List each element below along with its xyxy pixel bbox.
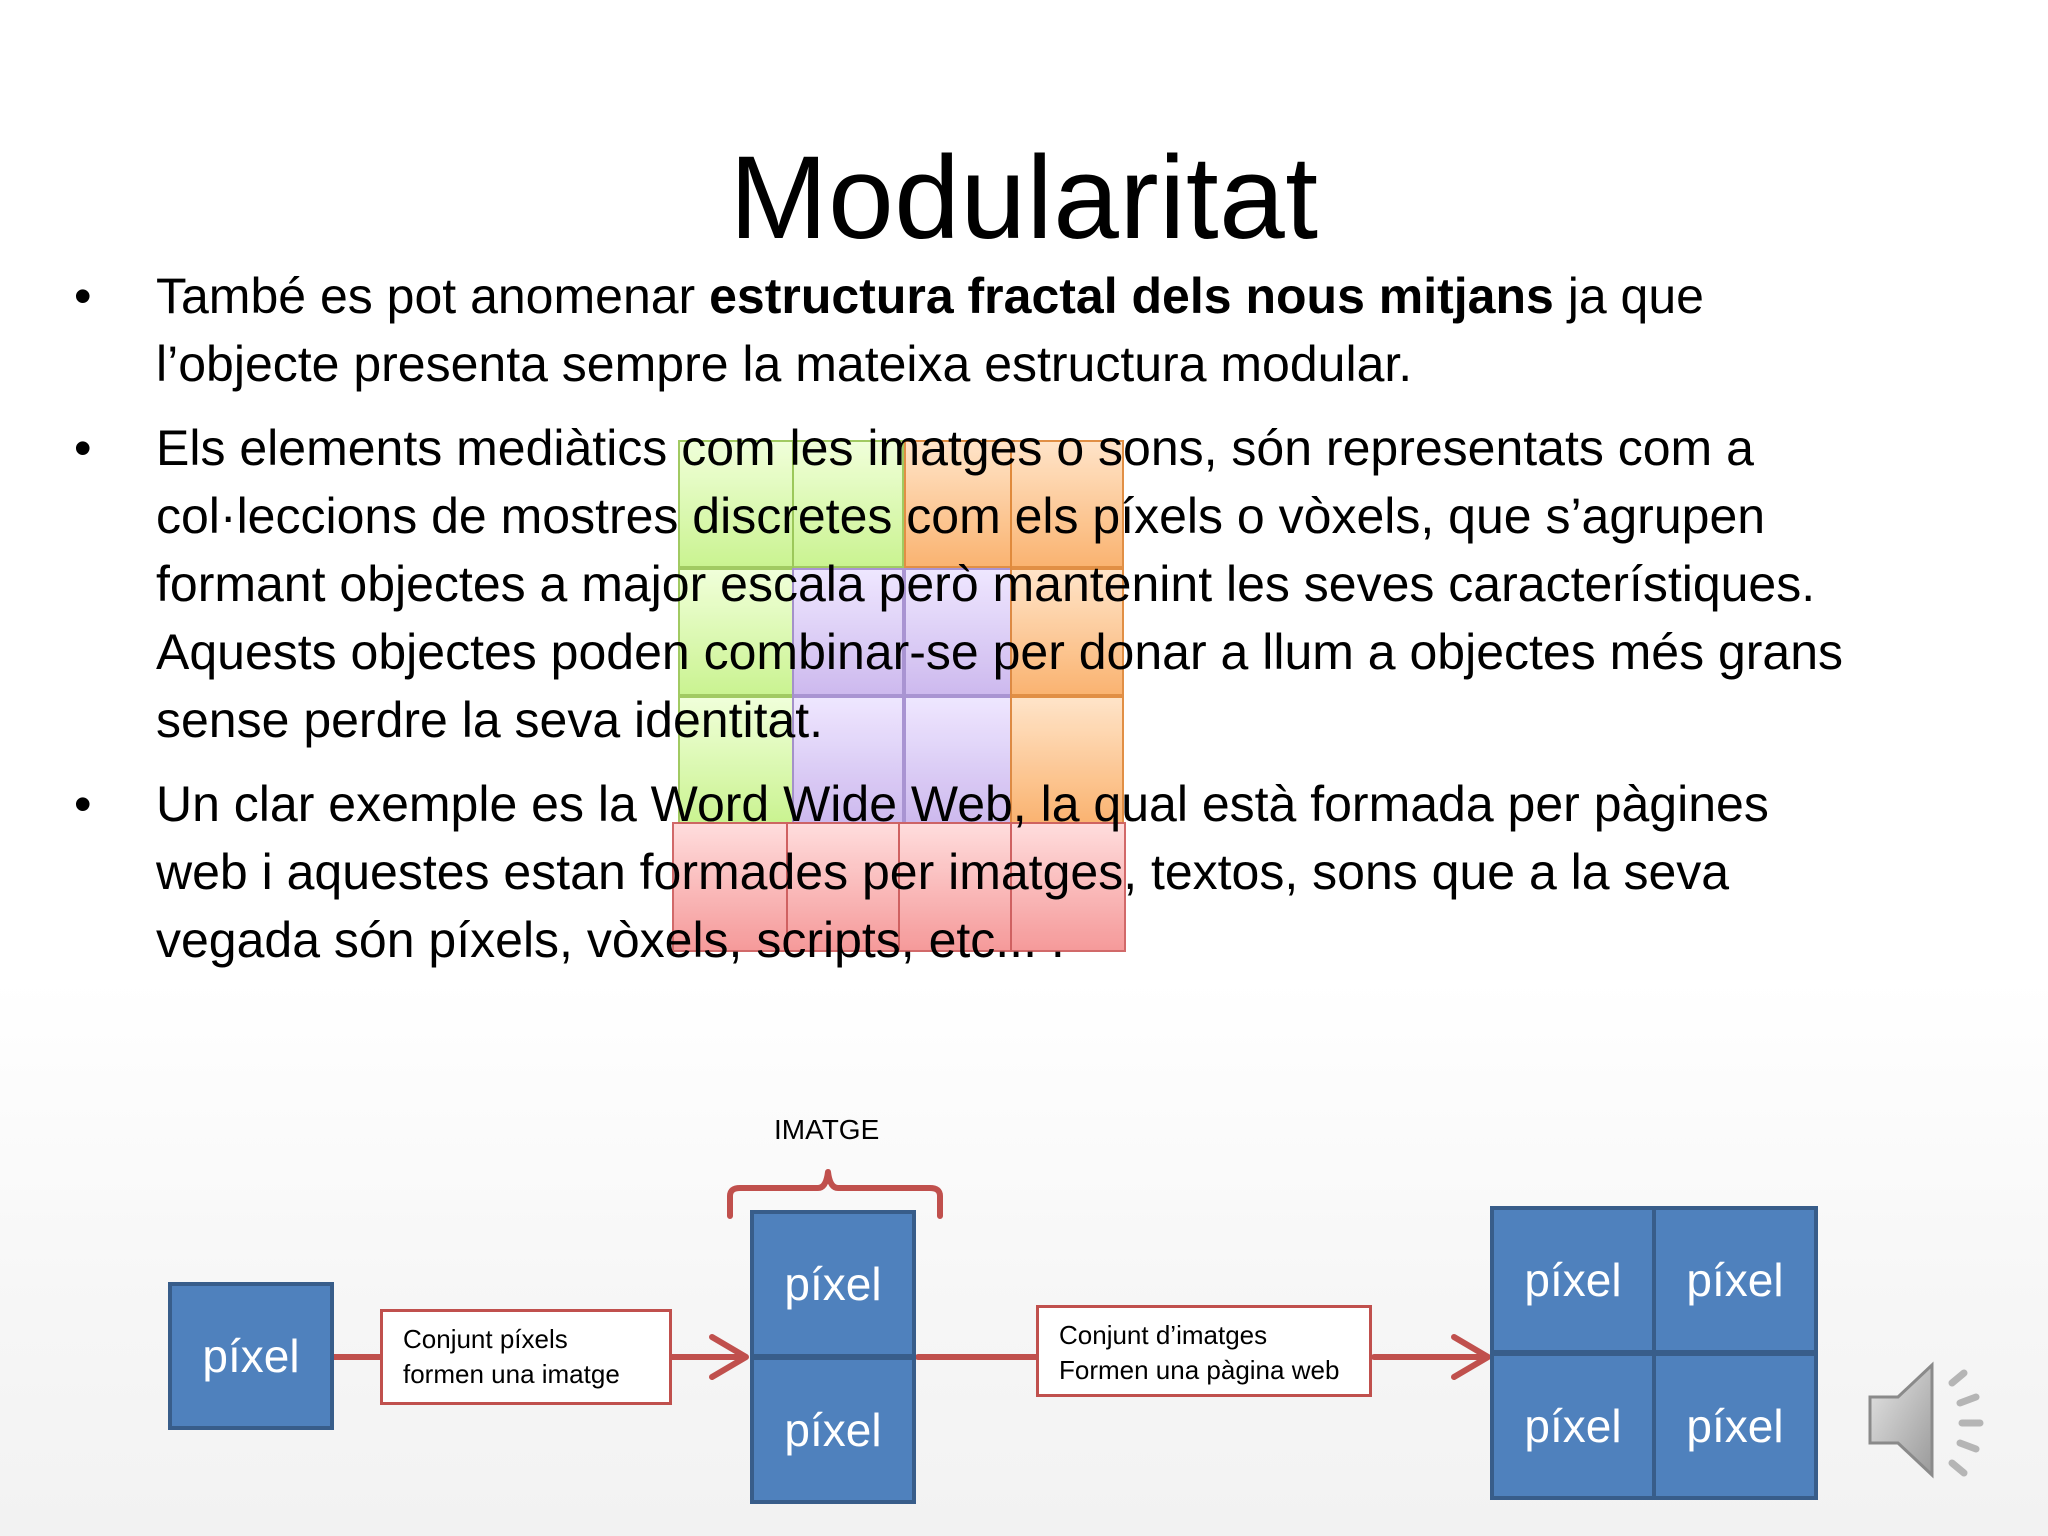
mosaic-tile bbox=[1010, 822, 1126, 952]
mosaic-tile bbox=[1010, 440, 1124, 568]
bullet-text: Els elements mediàtics com les imatges o… bbox=[156, 420, 1844, 748]
mosaic-tile bbox=[792, 696, 904, 824]
bullet-item: • També es pot anomenar estructura fract… bbox=[72, 262, 1852, 398]
bullet-text-bold: estructura fractal dels nous mitjans bbox=[709, 268, 1554, 324]
pixel-block: píxel bbox=[1490, 1206, 1656, 1354]
step-label-line: Conjunt d’imatges bbox=[1059, 1320, 1268, 1350]
arrow-head bbox=[1451, 1334, 1491, 1380]
bullet-list: • També es pot anomenar estructura fract… bbox=[72, 262, 1852, 990]
mosaic-tile bbox=[792, 440, 904, 568]
pixel-block: píxel bbox=[168, 1282, 334, 1430]
step-label-line: formen una imatge bbox=[403, 1359, 620, 1389]
pixel-block: píxel bbox=[1490, 1352, 1656, 1500]
mosaic-tile bbox=[792, 568, 904, 696]
bullet-marker: • bbox=[74, 776, 92, 832]
arrow-head bbox=[709, 1334, 749, 1380]
bullet-marker: • bbox=[74, 268, 92, 324]
pixel-block: píxel bbox=[1652, 1352, 1818, 1500]
slide-title: Modularitat bbox=[729, 132, 1319, 264]
mosaic-tile bbox=[678, 440, 794, 568]
pixel-block: píxel bbox=[750, 1356, 916, 1504]
bullet-text: ja que l’objecte presenta sempre la mate… bbox=[156, 268, 1704, 392]
mosaic-tile bbox=[672, 822, 788, 952]
mosaic-tile bbox=[786, 822, 900, 952]
mosaic-tile bbox=[678, 568, 794, 696]
pixel-block: píxel bbox=[750, 1210, 916, 1358]
bullet-item: • Els elements mediàtics com les imatges… bbox=[72, 414, 1852, 754]
step-label-line: Conjunt píxels bbox=[403, 1324, 568, 1354]
bullet-marker: • bbox=[74, 420, 92, 476]
speaker-icon[interactable] bbox=[1860, 1345, 2010, 1495]
pixel-block: píxel bbox=[1652, 1206, 1818, 1354]
mosaic-tile bbox=[1010, 568, 1124, 696]
brace bbox=[727, 1169, 943, 1219]
step-label-images-to-page: Conjunt d’imatges Formen una pàgina web bbox=[1036, 1305, 1372, 1397]
imatge-label: IMATGE bbox=[774, 1114, 880, 1145]
bullet-text: També es pot anomenar bbox=[156, 268, 710, 324]
mosaic-tile bbox=[904, 696, 1012, 824]
bullet-item: • Un clar exemple es la Word Wide Web, l… bbox=[72, 770, 1852, 974]
step-label-pixels-to-image: Conjunt píxels formen una imatge bbox=[380, 1309, 672, 1405]
bullet-text: Un clar exemple es la Word Wide Web, la … bbox=[156, 776, 1769, 968]
step-label-line: Formen una pàgina web bbox=[1059, 1355, 1340, 1385]
mosaic-tile bbox=[904, 568, 1012, 696]
